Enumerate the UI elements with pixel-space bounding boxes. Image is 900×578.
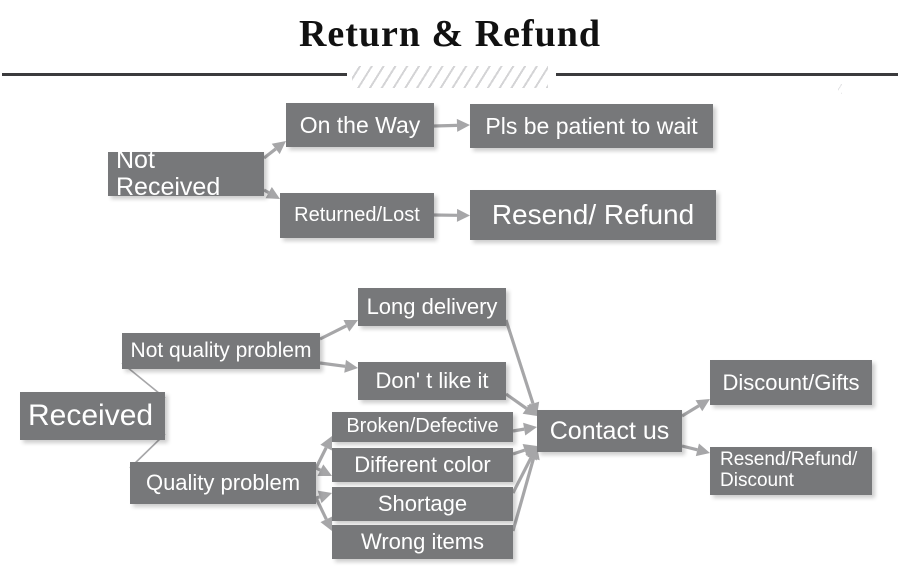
flow-node-dont-like-it: Don' t like it <box>358 362 506 400</box>
arrow-head-icon <box>527 446 540 461</box>
flow-arrow-quality-problem-to-wrong-items <box>314 497 333 531</box>
flow-arrow-dont-like-it-to-contact-us <box>505 392 537 416</box>
arrow-head-icon <box>317 464 332 476</box>
divider-rule-right <box>556 73 898 76</box>
flow-node-label: Quality problem <box>145 470 301 496</box>
flow-node-label: Received <box>28 398 154 432</box>
arrow-head-icon <box>343 320 358 332</box>
flow-arrow-not-quality-to-dont-like-it <box>319 359 358 373</box>
arrow-head-icon <box>271 141 286 155</box>
flow-node-quality-problem: Quality problem <box>130 462 316 504</box>
arrow-head-icon <box>320 436 332 451</box>
flow-node-broken-defective: Broken/Defective <box>332 412 513 442</box>
arrow-head-icon <box>695 443 710 457</box>
flow-node-pls-be-patient: Pls be patient to wait <box>470 104 713 148</box>
arrow-head-icon <box>695 399 710 412</box>
arrow-head-icon <box>523 422 537 436</box>
arrow-head-icon <box>456 208 470 222</box>
flow-node-long-delivery: Long delivery <box>358 288 506 326</box>
flow-node-label: On the Way <box>299 111 421 138</box>
flow-node-contact-us: Contact us <box>537 410 682 452</box>
flow-node-label: Contact us <box>549 416 670 445</box>
flow-node-not-quality: Not quality problem <box>122 333 320 369</box>
title-divider <box>0 66 900 94</box>
flow-arrow-not-quality-to-long-delivery <box>319 320 358 341</box>
flow-node-label: Don' t like it <box>375 368 489 394</box>
flow-arrow-different-color-to-contact-us <box>512 443 537 457</box>
flow-node-shortage: Shortage <box>332 487 513 521</box>
flow-node-received: Received <box>20 392 165 440</box>
arrow-head-icon <box>522 403 537 416</box>
flow-arrow-contact-us-to-discount-gifts <box>681 399 710 418</box>
flow-arrow-not-received-to-on-the-way <box>263 141 286 160</box>
flow-node-returned-lost: Returned/Lost <box>280 193 434 238</box>
flow-arrow-wrong-items-to-contact-us <box>511 446 540 532</box>
flow-arrow-not-received-to-returned-lost <box>263 186 280 199</box>
flow-node-resend-refund: Resend/ Refund <box>470 190 716 240</box>
flow-arrow-returned-lost-to-resend-refund <box>433 208 470 222</box>
flow-arrow-quality-problem-to-different-color <box>315 464 332 476</box>
diagonal-hatch-icon <box>352 66 548 88</box>
flow-node-label: Broken/Defective <box>346 415 499 438</box>
flow-node-wrong-items: Wrong items <box>332 525 513 559</box>
flow-node-label: Shortage <box>377 491 468 517</box>
flow-node-not-received: Not Received <box>108 147 264 201</box>
arrow-head-icon <box>522 443 537 457</box>
arrow-head-icon <box>265 186 280 199</box>
flow-arrow-on-the-way-to-pls-be-patient <box>433 118 470 132</box>
flow-node-label: Returned/Lost <box>294 203 420 226</box>
flow-node-label: Discount/Gifts <box>722 369 860 395</box>
page-title: Return & Refund <box>298 13 602 55</box>
flow-arrow-contact-us-to-resend-refund-discount <box>681 443 710 457</box>
flow-node-label: Not quality problem <box>130 338 312 362</box>
flow-arrow-long-delivery-to-contact-us <box>504 319 540 416</box>
flow-node-label: Wrong items <box>360 529 485 555</box>
flow-node-discount-gifts: Discount/Gifts <box>710 360 872 405</box>
flow-arrow-broken-defective-to-contact-us <box>512 422 537 436</box>
arrow-head-icon <box>456 118 470 132</box>
arrow-head-icon <box>317 490 332 504</box>
flow-node-label: Long delivery <box>366 294 498 320</box>
flow-node-label: Resend/ Refund <box>491 198 695 230</box>
divider-rule-left <box>2 73 347 76</box>
arrow-head-icon <box>344 359 358 373</box>
flow-node-on-the-way: On the Way <box>286 103 434 147</box>
flow-arrow-quality-problem-to-broken-defective <box>314 436 332 469</box>
flow-node-different-color: Different color <box>332 448 513 482</box>
flow-node-label: Resend/Refund/ Discount <box>720 449 858 491</box>
divider-tick-icon <box>838 84 842 94</box>
flow-node-label: Different color <box>354 452 491 478</box>
flow-node-label: Not Received <box>116 146 221 201</box>
arrow-head-icon <box>320 516 333 531</box>
flow-node-label: Pls be patient to wait <box>485 112 698 139</box>
flow-node-resend-refund-discount: Resend/Refund/ Discount <box>710 447 872 495</box>
